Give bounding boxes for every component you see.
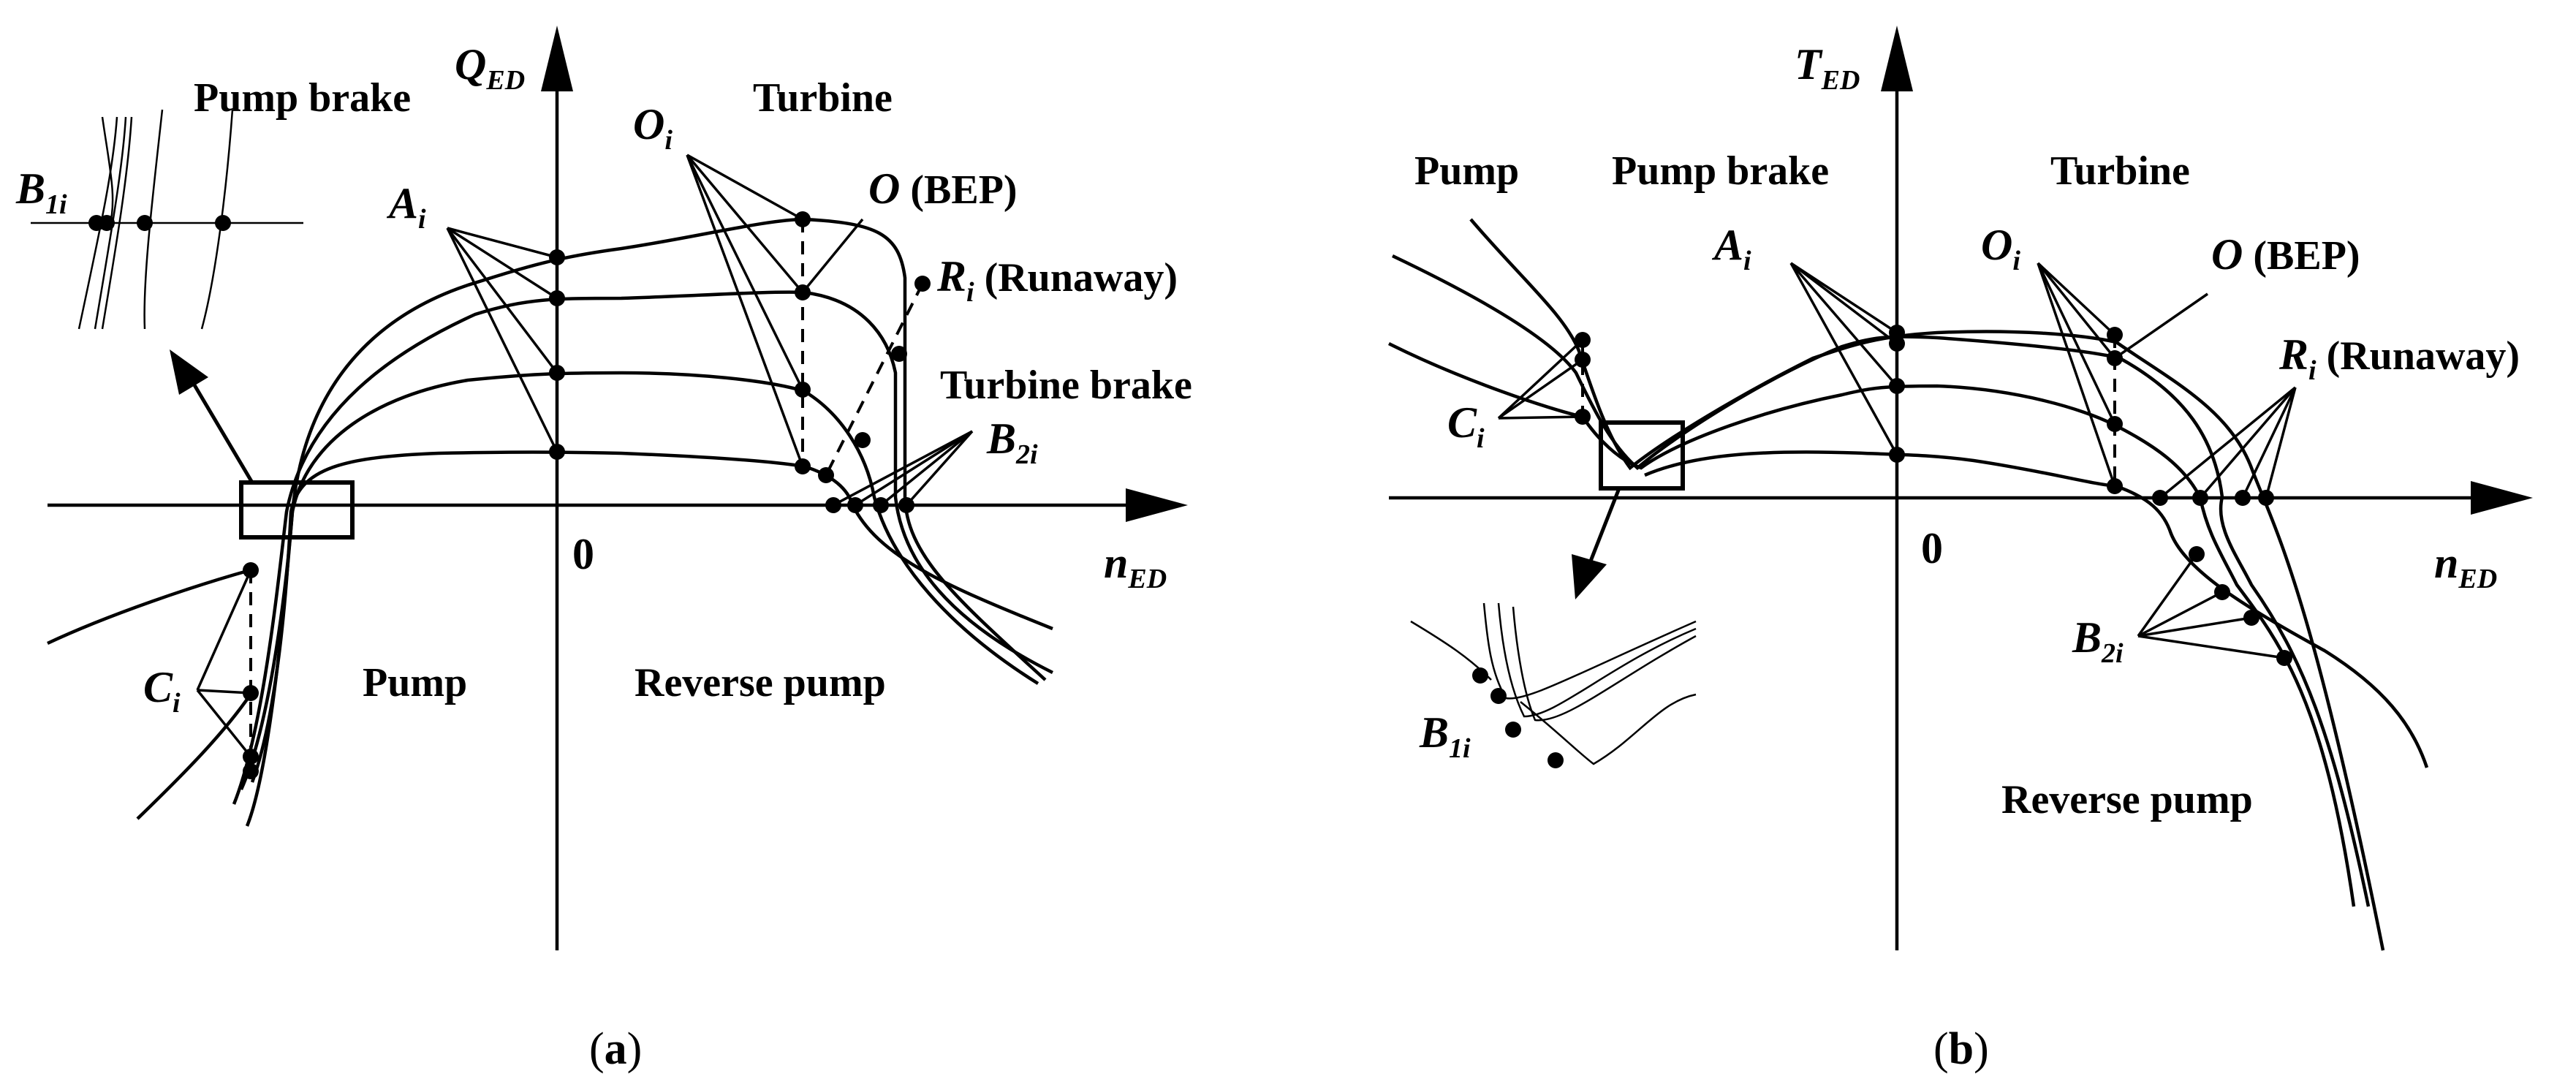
a-label-BEP: O (BEP)	[868, 164, 1018, 213]
a-leaders-B2	[833, 430, 974, 507]
b-label-O: Oi	[1981, 221, 2020, 276]
b-region-turbine: Turbine	[2050, 148, 2190, 194]
b-y-axis-label: TED	[1795, 40, 1860, 96]
a-dash-R	[825, 283, 924, 476]
a-curve-left-tail	[47, 568, 251, 646]
b-leaders-R	[2159, 386, 2297, 499]
a-inset: B1i	[15, 109, 303, 330]
b-inset: B1i	[1410, 602, 1697, 768]
b-x-axis-arrow	[2471, 481, 2533, 515]
a-region-pump-brake: Pump brake	[194, 75, 411, 121]
b-leaders-O	[2037, 262, 2116, 487]
a-curve-pump-tail	[136, 687, 256, 820]
b-zoom-arrow-head	[1572, 554, 1607, 599]
panel-b: TED nED 0 Pump Pump brake Turbine Revers…	[1387, 26, 2533, 1074]
b-leader-BEP	[2114, 292, 2208, 360]
a-region-pump: Pump	[363, 660, 467, 705]
a-label-C: Ci	[143, 663, 181, 719]
b-curve-3	[1387, 341, 2356, 907]
b-zoom-box	[1599, 420, 1685, 491]
a-points-R	[818, 276, 931, 483]
b-caption: (b)	[1933, 1024, 1989, 1074]
a-y-axis-label: QED	[455, 40, 525, 96]
a-leaders-O	[686, 154, 804, 467]
b-curve-2	[1392, 254, 2371, 907]
a-caption: (a)	[589, 1024, 642, 1074]
b-label-B1: B1i	[1419, 708, 1471, 764]
b-curve-1	[1469, 218, 2385, 951]
b-label-R: Ri (Runaway)	[2278, 330, 2520, 386]
b-x-axis-label: nED	[2434, 539, 2497, 594]
b-label-C: Ci	[1447, 398, 1485, 454]
b-label-BEP: O (BEP)	[2211, 230, 2360, 279]
panel-a: QED nED 0 Pump brake Turbine Turbine bra…	[15, 26, 1192, 1074]
a-x-axis-label: nED	[1104, 539, 1167, 594]
b-leaders-B2	[2137, 553, 2285, 659]
a-zoom-arrow	[189, 379, 254, 484]
a-curve-2	[232, 290, 1054, 805]
b-zoom-arrow	[1588, 488, 1621, 564]
a-x-axis-arrow	[1126, 488, 1188, 522]
a-label-A: Ai	[386, 179, 426, 235]
a-region-turbine-brake: Turbine brake	[940, 363, 1192, 408]
a-region-reverse-pump: Reverse pump	[634, 660, 886, 705]
a-region-turbine: Turbine	[753, 75, 893, 121]
a-curve-1	[245, 217, 1047, 827]
a-y-axis-arrow	[541, 26, 573, 91]
a-zoom-arrow-head	[170, 349, 208, 395]
b-origin-label: 0	[1921, 524, 1943, 572]
a-leaders-A	[446, 227, 558, 453]
a-origin-label: 0	[572, 530, 594, 578]
b-leaders-A	[1789, 262, 1898, 455]
a-curve-4	[250, 450, 1053, 783]
b-region-pump-brake: Pump brake	[1612, 148, 1829, 194]
a-label-B2: B2i	[986, 415, 1038, 470]
a-zoom-box	[239, 480, 355, 540]
a-label-R: Ri (Runaway)	[936, 252, 1178, 308]
a-label-B1: B1i	[15, 164, 67, 220]
a-leaders-C	[196, 569, 252, 758]
b-region-pump: Pump	[1414, 148, 1519, 194]
a-leader-BEP	[801, 218, 864, 294]
b-y-axis-arrow	[1881, 26, 1913, 91]
a-curve-3	[239, 371, 1039, 790]
a-label-O: Oi	[633, 100, 673, 156]
b-label-A: Ai	[1711, 221, 1751, 276]
b-region-reverse-pump: Reverse pump	[2001, 777, 2253, 822]
b-leaders-C	[1497, 338, 1584, 420]
b-label-B2: B2i	[2072, 613, 2124, 669]
